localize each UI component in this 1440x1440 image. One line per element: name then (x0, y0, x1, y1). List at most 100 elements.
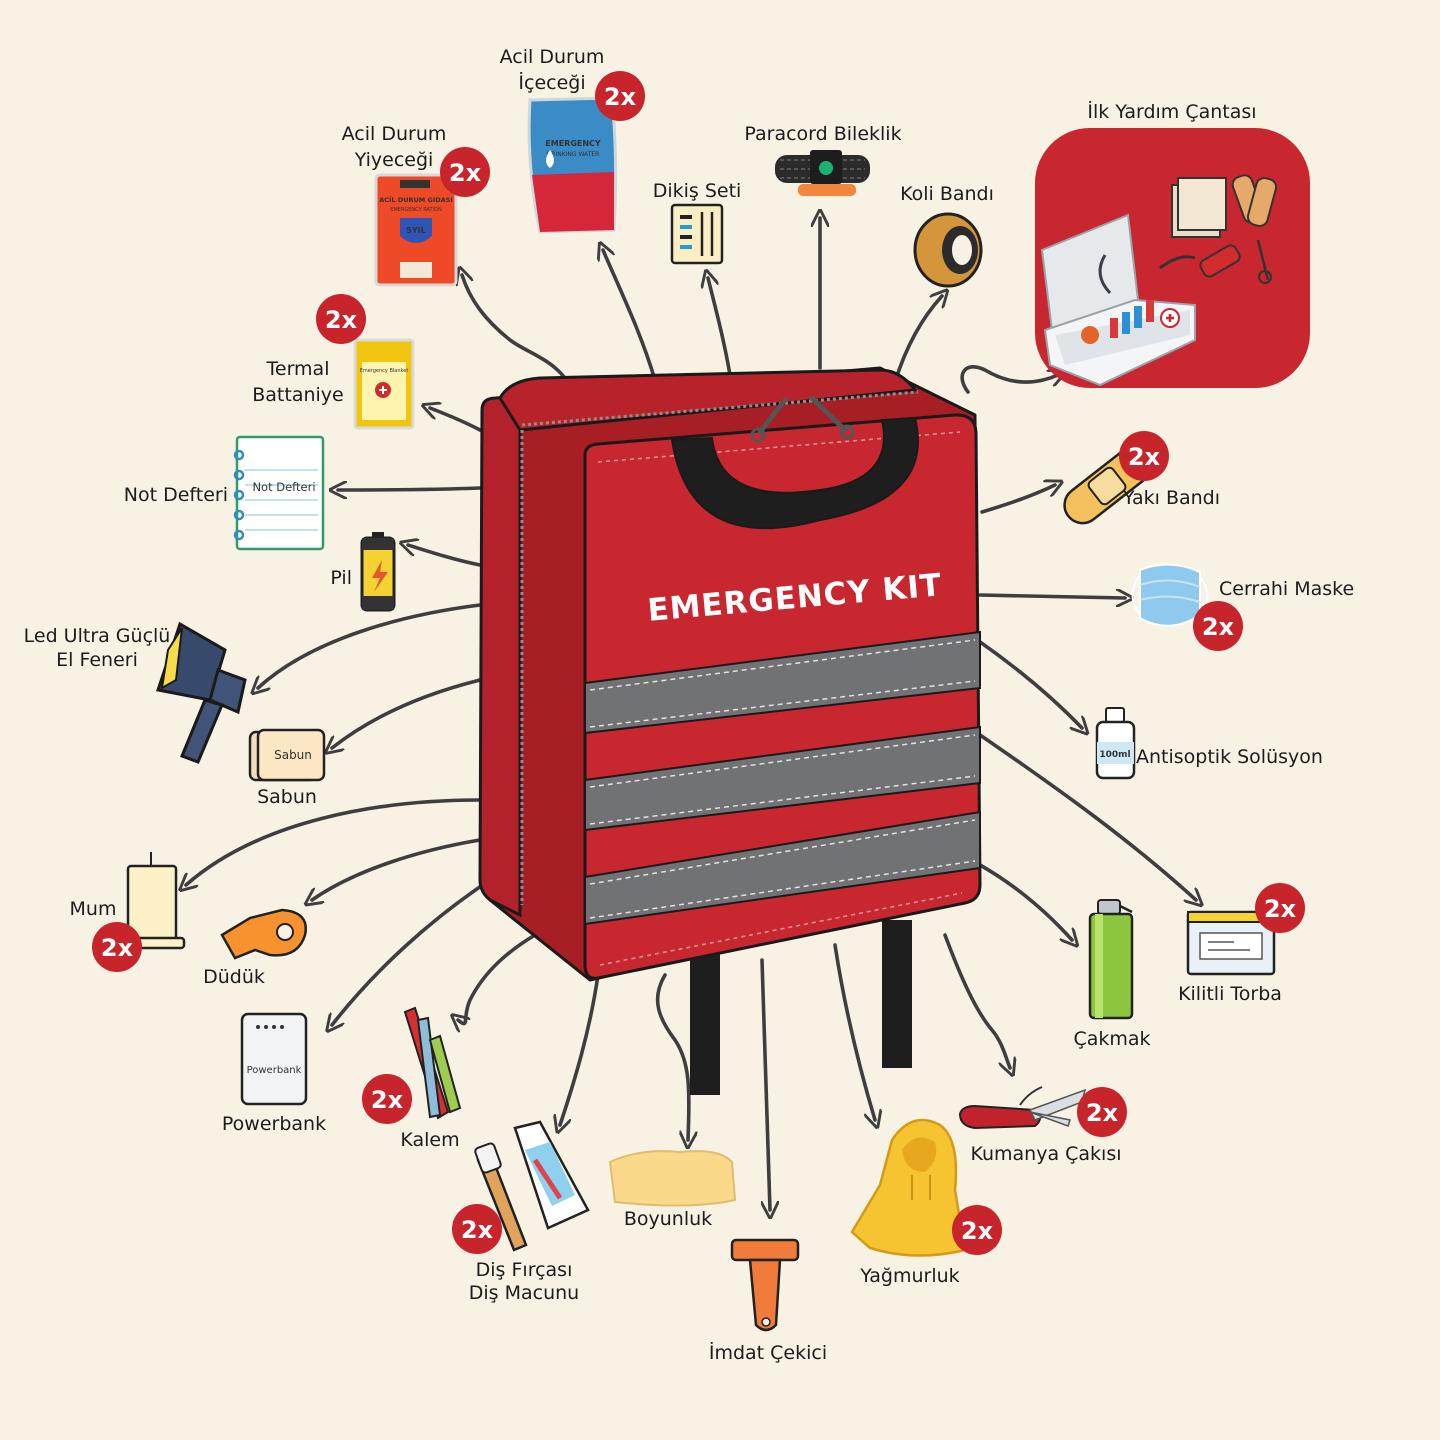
item-yagmurluk: Yağmurluk (850, 1118, 967, 1287)
arrow-to-duduk (312, 838, 482, 900)
badge-icecek: 2x (595, 71, 645, 121)
svg-text:2x: 2x (449, 159, 482, 187)
svg-text:2x: 2x (1086, 1099, 1119, 1127)
item-cerrahi-maske: Cerrahi Maske (1131, 563, 1354, 627)
item-duduk: Düdük (203, 908, 307, 988)
label-termal-line2: Battaniye (252, 384, 343, 406)
emergency-kit-bag: EMERGENCY KIT (478, 366, 982, 1095)
notebook-icon (235, 435, 325, 551)
item-termal-battaniye: Termal Battaniye Emergency Blanket (252, 338, 415, 430)
arrow-to-maske (978, 595, 1125, 598)
blanket-pack-text: Emergency Blanket (360, 368, 409, 374)
arrow-to-dikis (708, 278, 732, 377)
bag-strap-right (882, 920, 912, 1068)
label-kilitli: Kilitli Torba (1178, 983, 1282, 1005)
label-notdefteri: Not Defteri (124, 484, 228, 506)
item-sabun: Sabun Sabun (248, 728, 326, 808)
label-powerbank: Powerbank (222, 1113, 326, 1135)
item-imdat-cekici: İmdat Çekici (709, 1238, 827, 1364)
item-koli-bandi: Koli Bandı (900, 183, 994, 288)
label-dikis: Dikiş Seti (653, 180, 742, 202)
item-acil-durum-yiyecegi: Acil Durum Yiyeceği ACİL DURUM GIDASI EM… (342, 123, 458, 287)
label-paracord: Paracord Bileklik (744, 123, 901, 145)
arrow-to-termal (430, 408, 482, 432)
arrow-to-boyunluk (655, 973, 689, 1140)
badge-termal: 2x (316, 294, 366, 344)
surgical-mask-icon (1139, 563, 1201, 627)
label-kumanya: Kumanya Çakısı (970, 1143, 1121, 1165)
badge-kumanya: 2x (1077, 1087, 1127, 1137)
arrow-to-ilkyardim (960, 365, 1058, 394)
label-icecek-line1: Acil Durum (500, 46, 605, 68)
food-pack-badge: 5YIL (406, 226, 425, 235)
item-antiseptik: 100ml Antisoptik Solüsyon (1095, 707, 1323, 780)
pocket-knife-icon (958, 1104, 1041, 1130)
item-kalem: Kalem (400, 1006, 462, 1151)
arrow-to-koli (893, 296, 942, 384)
svg-text:2x: 2x (371, 1086, 404, 1114)
label-ilkyardim: İlk Yardım Çantası (1087, 100, 1256, 123)
svg-text:2x: 2x (604, 83, 637, 111)
label-yiyecek-line1: Acil Durum (342, 123, 447, 145)
item-paracord-bileklik: Paracord Bileklik (744, 123, 902, 196)
badge-kalem: 2x (362, 1074, 412, 1124)
badge-disfircasi: 2x (452, 1204, 502, 1254)
label-pil: Pil (330, 567, 352, 589)
svg-text:2x: 2x (1202, 613, 1235, 641)
arrow-to-disfircasi (560, 973, 600, 1125)
label-mum: Mum (70, 898, 117, 920)
bag-strap-left (690, 950, 720, 1095)
soap-icon (256, 728, 326, 782)
arrow-to-fener (258, 603, 482, 688)
item-acil-durum-icecegi: Acil Durum İçeceği EMERGENCY DRINKING WA… (500, 46, 618, 234)
soap-label: Sabun (274, 748, 312, 762)
label-kalem: Kalem (400, 1129, 459, 1151)
label-fener-line2: El Feneri (56, 649, 138, 671)
sewing-kit-icon (670, 203, 724, 265)
powerbank-icon (240, 1012, 308, 1106)
item-kilitli-torba: Kilitli Torba (1178, 910, 1282, 1005)
emergency-hammer-icon (730, 1238, 800, 1262)
arrow-to-antiseptik (978, 640, 1082, 728)
badge-yaki: 2x (1119, 431, 1169, 481)
raincoat-icon (850, 1118, 967, 1257)
drink-pack-sub: DRINKING WATER (547, 151, 600, 158)
item-kumanya-cakisi: Kumanya Çakısı (958, 1086, 1122, 1165)
arrow-to-yiyecek (462, 275, 577, 397)
item-ilk-yardim-cantasi: İlk Yardım Çantası (1035, 100, 1310, 388)
label-termal-line1: Termal (266, 358, 330, 380)
label-yaki: Yakı Bandı (1122, 487, 1220, 509)
arrow-to-cakmak (978, 863, 1072, 940)
svg-text:2x: 2x (1264, 895, 1297, 923)
label-sabun: Sabun (257, 786, 317, 808)
svg-text:2x: 2x (1128, 443, 1161, 471)
svg-text:2x: 2x (325, 306, 358, 334)
label-fener-line1: Led Ultra Güçlü (24, 625, 171, 647)
arrow-to-kalem (458, 933, 537, 1024)
item-pil: Pil (330, 532, 396, 612)
arrow-to-yagmurluk (833, 943, 875, 1120)
item-powerbank: Powerbank Powerbank (222, 1012, 326, 1135)
badge-mum: 2x (92, 922, 142, 972)
label-imdat: İmdat Çekici (709, 1341, 827, 1364)
reflective-stripe-3 (584, 810, 981, 926)
food-pack-text: ACİL DURUM GIDASI (379, 195, 453, 204)
label-icecek-line2: İçeceği (518, 71, 585, 94)
drink-pack-text: EMERGENCY (545, 139, 601, 148)
label-yiyecek-line2: Yiyeceği (354, 149, 434, 171)
badge-yiyecek: 2x (440, 147, 490, 197)
badge-maske: 2x (1193, 601, 1243, 651)
svg-text:2x: 2x (461, 1216, 494, 1244)
powerbank-label: Powerbank (247, 1065, 302, 1076)
label-boyunluk: Boyunluk (624, 1208, 712, 1230)
label-disfircasi-line1: Diş Fırçası (476, 1259, 573, 1281)
neck-gaiter-icon (608, 1150, 737, 1207)
reflective-stripe-2 (584, 725, 981, 832)
item-cakmak: Çakmak (1073, 899, 1151, 1050)
arrow-to-kumanya (943, 933, 1010, 1068)
candle-icon (126, 864, 178, 942)
item-led-fener: Led Ultra Güçlü El Feneri (24, 621, 247, 764)
arrow-to-pil (408, 545, 482, 567)
arrow-to-mum (186, 798, 482, 885)
item-dikis-seti: Dikiş Seti (653, 180, 742, 265)
